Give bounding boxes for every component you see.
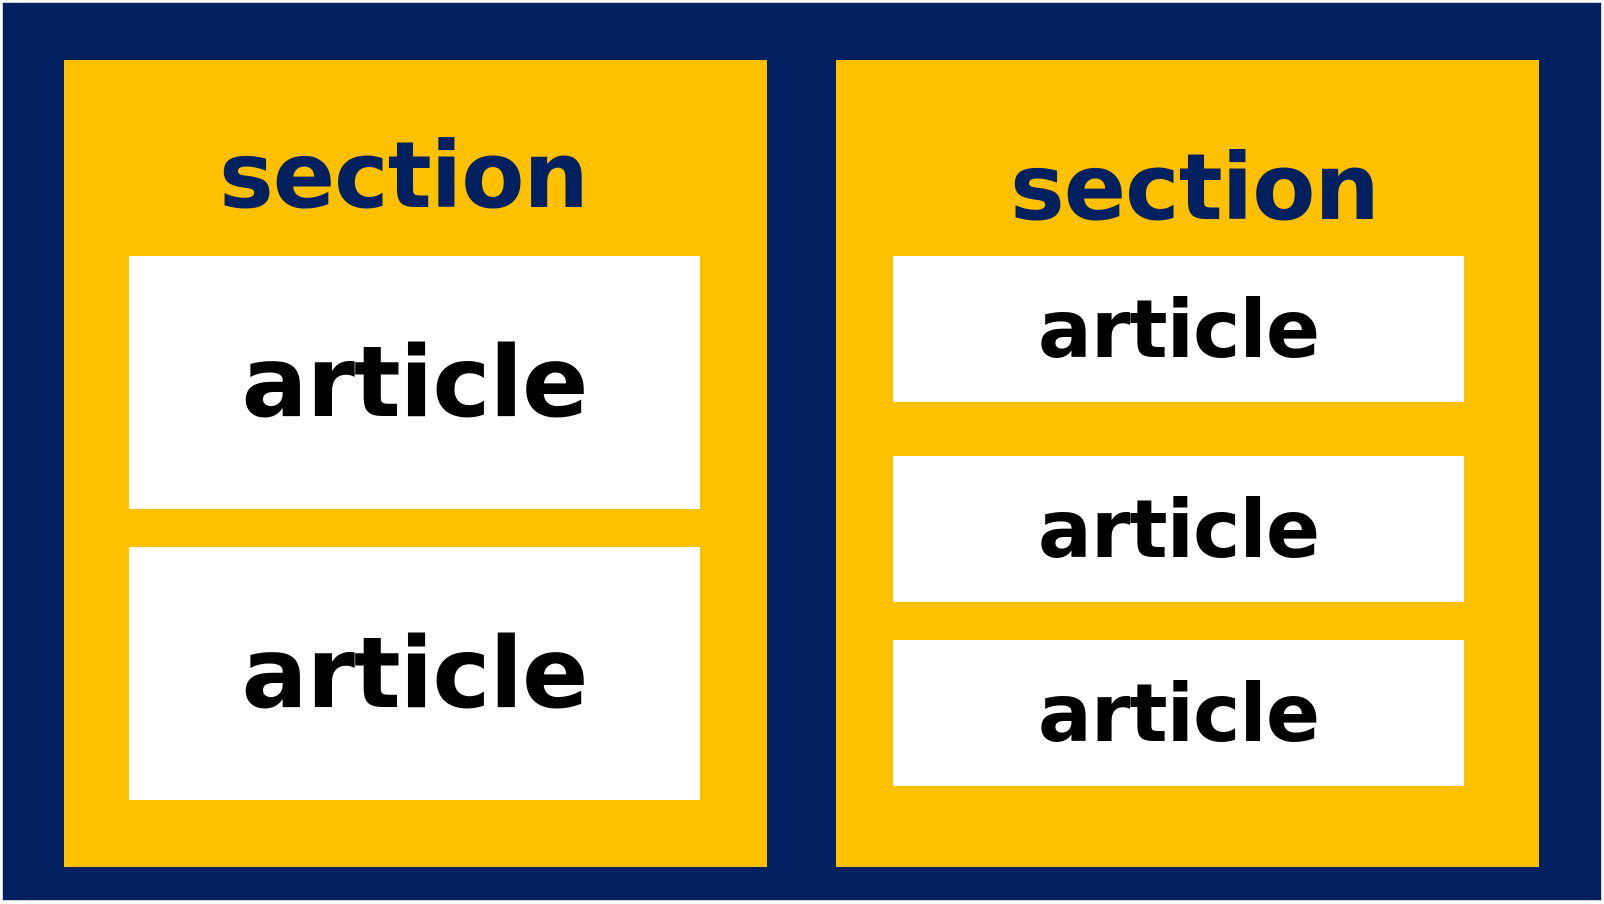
article-box: article <box>129 547 700 800</box>
article-box: article <box>893 640 1464 786</box>
article-box: article <box>893 456 1464 602</box>
article-box: article <box>129 256 700 509</box>
section-box-right: section article article article <box>836 60 1539 867</box>
section-label: section <box>219 122 589 229</box>
section-box-left: section article article <box>64 60 767 867</box>
article-box: article <box>893 256 1464 402</box>
section-label: section <box>1010 134 1380 241</box>
